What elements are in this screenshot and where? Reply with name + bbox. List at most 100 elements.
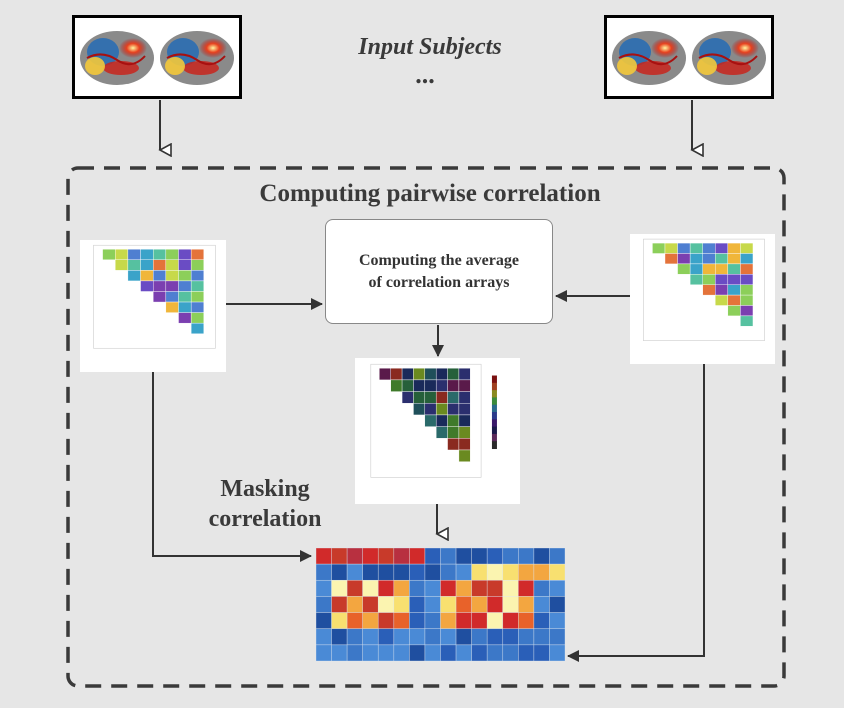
matrix-cell [178, 312, 192, 324]
mask-cell [393, 579, 410, 597]
matrix-cell [458, 449, 471, 462]
mask-cell [346, 579, 363, 597]
mask-cell [440, 579, 457, 597]
matrix-cell [447, 403, 460, 416]
matrix-cell [115, 259, 129, 271]
correlation-matrix-left [80, 240, 226, 372]
mask-cell [409, 596, 426, 613]
colorbar-segment [491, 441, 497, 450]
mask-cell [502, 596, 519, 613]
mask-cell [315, 596, 332, 613]
mask-cell [346, 596, 363, 613]
brain-sulcus [86, 53, 146, 66]
matrix-cell [664, 253, 678, 265]
matrix-cell [102, 249, 116, 261]
matrix-cell [140, 270, 154, 282]
mask-cell [455, 612, 472, 630]
mask-cell [424, 547, 441, 565]
colorbar-segment [491, 397, 497, 406]
brain-region [617, 57, 637, 75]
colorbar-segment [491, 426, 497, 435]
mask-cell [518, 547, 535, 565]
matrix-cell [140, 259, 154, 271]
matrix-cell [190, 301, 205, 313]
matrix-cell [702, 242, 716, 254]
brain-region [199, 38, 227, 58]
matrix-cell [727, 242, 741, 254]
matrix-cell [413, 368, 426, 381]
mask-cell [377, 644, 395, 662]
matrix-cell [458, 414, 471, 427]
matrix-cell [424, 379, 437, 392]
mask-cell [377, 547, 395, 565]
colorbar-segment [491, 419, 497, 428]
mask-cell [471, 596, 488, 613]
matrix-cell [190, 280, 205, 292]
matrix-cell [715, 274, 729, 285]
brain-region [731, 38, 759, 58]
mask-cell [518, 612, 535, 630]
mask-cell [533, 579, 550, 597]
matrix-cell [178, 259, 192, 271]
matrix-cell [689, 242, 703, 254]
mask-cell [455, 563, 472, 581]
matrix-cell [413, 403, 426, 416]
mask-cell [315, 644, 332, 662]
mask-cell [315, 579, 332, 597]
mask-cell [502, 644, 519, 662]
brain-region [85, 57, 105, 75]
matrix-cell [424, 403, 437, 416]
matrix-cell [702, 284, 716, 296]
mask-cell [518, 563, 535, 581]
mask-cell [393, 612, 410, 630]
mask-cell [455, 628, 472, 646]
mask-cell [455, 579, 472, 597]
matrix-cell [435, 414, 448, 427]
matrix-cell [727, 274, 741, 285]
brain-sulcus [618, 53, 678, 66]
mask-cell [315, 628, 332, 646]
matrix-cell [413, 391, 426, 404]
mask-cell [424, 563, 441, 581]
mask-cell [533, 612, 550, 630]
matrix-cell [727, 263, 741, 275]
mask-cell [315, 563, 332, 581]
matrix-cell [424, 414, 437, 427]
mask-cell [455, 596, 472, 613]
mask-cell [409, 644, 426, 662]
mask-cell [533, 596, 550, 613]
matrix-cell [740, 305, 754, 317]
mask-cell [393, 644, 410, 662]
brain-region [119, 38, 147, 58]
matrix-cell [677, 263, 691, 275]
average-correlation-matrix [355, 358, 520, 504]
matrix-cell [715, 253, 729, 265]
matrix-frame [643, 238, 765, 342]
mask-cell [549, 612, 566, 630]
matrix-cell [401, 391, 414, 404]
arrow-left-to-mask [152, 372, 312, 562]
mask-cell [518, 596, 535, 613]
matrix-cell [727, 294, 741, 306]
mask-cell [409, 612, 426, 630]
matrix-cell [727, 253, 741, 265]
mask-cell [331, 628, 348, 646]
mask-cell [331, 547, 348, 565]
correlation-matrix-right [630, 234, 775, 364]
mask-cell [331, 596, 348, 613]
matrix-cell [165, 249, 179, 261]
matrix-cell [127, 270, 141, 282]
brain-image-left [75, 18, 239, 96]
matrix-cell [435, 403, 448, 416]
matrix-cell [740, 284, 754, 296]
mask-cell [549, 644, 566, 662]
mask-cell [471, 644, 488, 662]
section-title: Computing pairwise correlation [259, 180, 601, 207]
matrix-cell [447, 438, 460, 451]
colorbar-segment [491, 433, 497, 442]
matrix-cell [152, 280, 167, 292]
matrix-cell [140, 249, 154, 261]
mask-cell [471, 579, 488, 597]
matrix-cell [401, 368, 414, 381]
mask-cell [362, 563, 379, 581]
